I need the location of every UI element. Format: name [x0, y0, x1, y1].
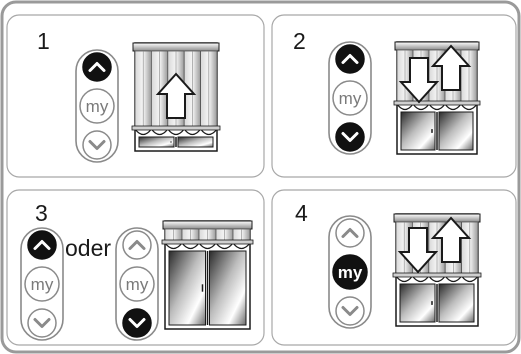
chevron-down-icon [33, 318, 51, 328]
panel-3-remote-b: my [115, 227, 159, 341]
panel-1-frame [6, 14, 265, 178]
panel-3-remote-a-down-button[interactable] [27, 308, 57, 338]
panel-2-frame [271, 14, 517, 178]
panel-1-remote-up-button[interactable] [82, 52, 112, 82]
oder-label: oder [65, 235, 112, 261]
chevron-up-icon [128, 240, 146, 250]
panel-4-frame [271, 189, 517, 346]
panel-2-remote-down-button[interactable] [335, 122, 365, 152]
panel-4-window [392, 213, 482, 327]
step-number-2: 2 [293, 28, 306, 54]
panel-4-remote-my-button[interactable]: my [332, 254, 368, 290]
chevron-down-icon [128, 318, 146, 328]
panel-3-remote-a-my-button[interactable]: my [24, 266, 60, 302]
chevron-up-icon [341, 54, 359, 64]
chevron-up-icon [88, 62, 106, 72]
step-number-3: 3 [35, 200, 48, 226]
step-number-4: 4 [295, 200, 308, 226]
panel-2-window [393, 41, 481, 155]
panel-3-remote-a: my [20, 227, 64, 341]
chevron-down-icon [341, 132, 359, 142]
panel-1-remote: my [75, 49, 119, 163]
panel-4-up-arrow-icon [430, 216, 472, 263]
panel-1-remote-down-button[interactable] [82, 130, 112, 160]
panel-4-down-arrow-icon [397, 227, 439, 274]
panel-2-down-arrow-icon [398, 57, 440, 104]
panel-4-remote-up-button[interactable] [335, 218, 365, 248]
panel-3-frame [6, 189, 265, 346]
panel-3-remote-a-my-label: my [31, 275, 54, 294]
panel-1-remote-my-button[interactable]: my [79, 88, 115, 124]
panel-3-remote-b-up-button[interactable] [122, 230, 152, 260]
panel-3-remote-b-my-label: my [126, 275, 149, 294]
chevron-down-icon [88, 140, 106, 150]
panel-4-remote-down-button[interactable] [335, 296, 365, 326]
panel-2-up-arrow-icon [430, 44, 472, 91]
chevron-up-icon [341, 228, 359, 238]
step-number-1: 1 [37, 28, 50, 54]
panel-3-remote-b-my-button[interactable]: my [119, 266, 155, 302]
panel-2-remote-my-label: my [339, 89, 362, 108]
panel-4-remote-my-label: my [338, 263, 363, 282]
panel-3-remote-a-up-button[interactable] [27, 230, 57, 260]
panel-2-remote-up-button[interactable] [335, 44, 365, 74]
panel-4-remote: my [328, 215, 372, 329]
panel-2-remote: my [328, 41, 372, 155]
chevron-down-icon [341, 306, 359, 316]
panel-1-remote-my-label: my [86, 97, 109, 116]
panel-1-up-arrow-icon [155, 72, 197, 119]
panel-3-remote-b-down-button[interactable] [122, 308, 152, 338]
panel-3-window [161, 220, 254, 330]
chevron-up-icon [33, 240, 51, 250]
panel-2-remote-my-button[interactable]: my [332, 80, 368, 116]
panel-1-window [131, 42, 221, 152]
